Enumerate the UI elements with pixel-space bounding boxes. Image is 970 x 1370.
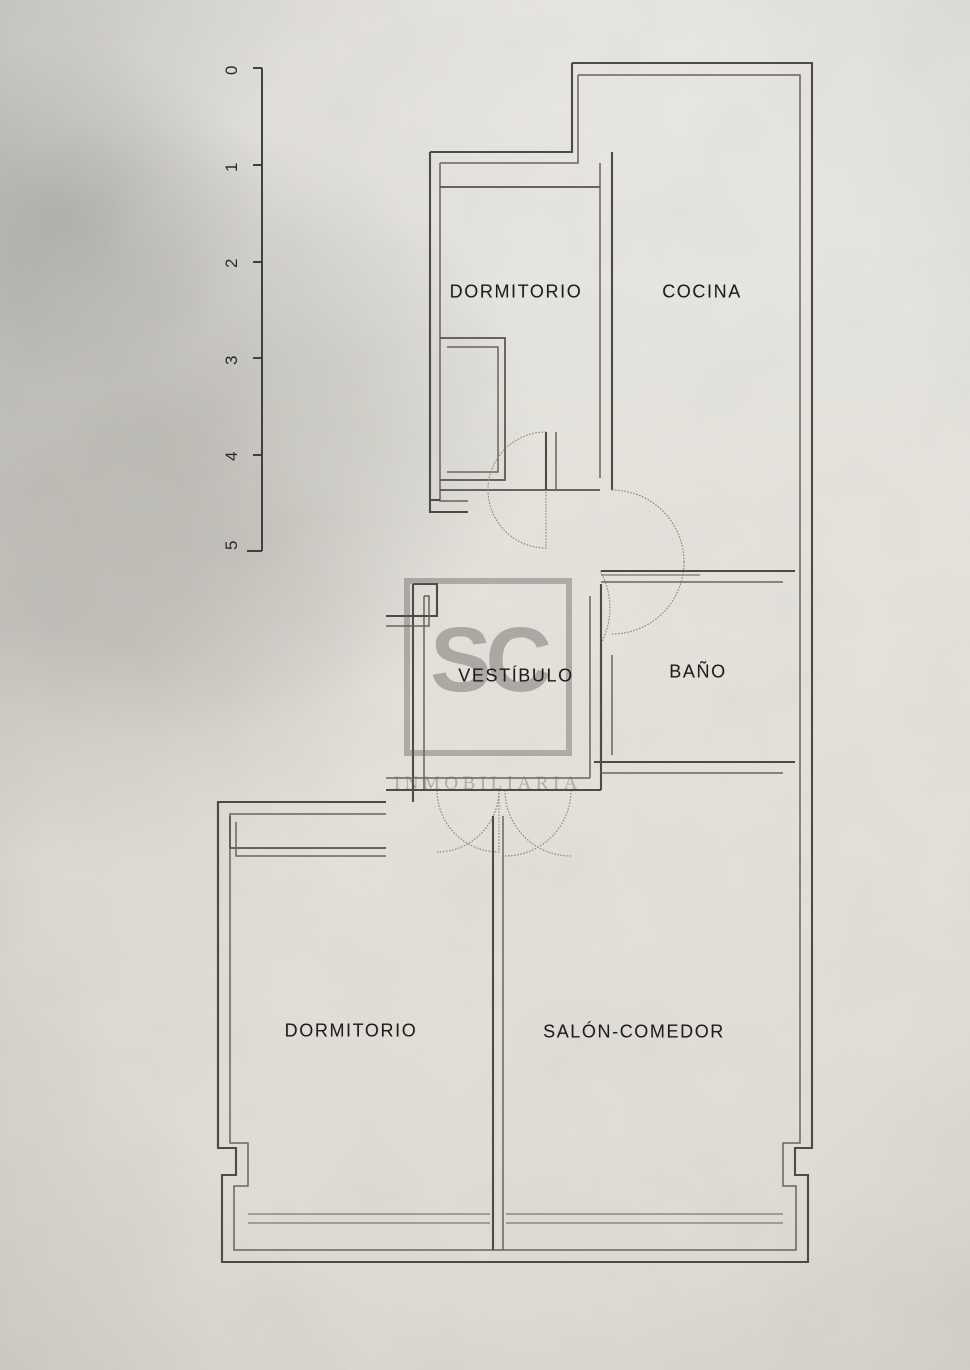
room-label-salon-comedor: SALÓN-COMEDOR <box>543 1021 725 1042</box>
scale-tick-5: 0 <box>221 65 241 75</box>
room-label-vestibulo: VESTÍBULO <box>458 665 574 686</box>
scale-tick-0: 5 <box>221 540 241 550</box>
room-label-cocina: COCINA <box>662 281 742 302</box>
room-label-bano: BAÑO <box>669 661 727 682</box>
scale-tick-1: 4 <box>221 451 241 461</box>
scale-tick-4: 1 <box>221 162 241 172</box>
room-label-dormitorio-superior: DORMITORIO <box>449 281 583 302</box>
scale-tick-3: 2 <box>221 258 241 268</box>
room-label-dormitorio-inferior: DORMITORIO <box>284 1020 418 1041</box>
scale-tick-2: 3 <box>221 355 241 365</box>
